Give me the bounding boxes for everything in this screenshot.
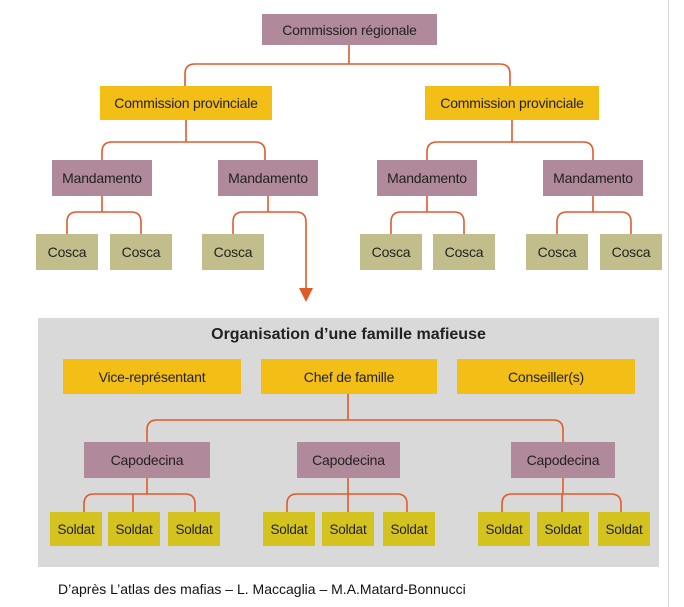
connector-mand-4 xyxy=(556,196,632,234)
connector-mand-2 xyxy=(232,196,307,288)
node-cosca: Cosca xyxy=(600,234,662,270)
node-mandamento-3: Mandamento xyxy=(377,160,477,196)
node-soldat: Soldat xyxy=(322,512,374,546)
node-cosca: Cosca xyxy=(433,234,495,270)
connector-mand-1 xyxy=(66,196,142,234)
node-mandamento-2: Mandamento xyxy=(218,160,318,196)
node-cosca: Cosca xyxy=(36,234,98,270)
connector-regionale xyxy=(184,45,511,86)
node-commission-provinciale-left: Commission provinciale xyxy=(100,86,272,120)
connector-capo-1 xyxy=(83,478,196,512)
famille-title: Organisation d’une famille mafieuse xyxy=(211,326,486,343)
connector-mand-3 xyxy=(390,196,465,234)
connector-capo-3 xyxy=(501,478,622,512)
connector-chef xyxy=(146,394,564,442)
node-cosca: Cosca xyxy=(360,234,422,270)
connector-prov-right xyxy=(426,120,594,160)
node-capodecina-2: Capodecina xyxy=(297,442,400,478)
node-commission-provinciale-right: Commission provinciale xyxy=(425,86,599,120)
node-soldat: Soldat xyxy=(478,512,530,546)
node-soldat: Soldat xyxy=(598,512,650,546)
node-capodecina-3: Capodecina xyxy=(511,442,615,478)
connector-prov-left xyxy=(101,120,266,160)
down-arrow-icon xyxy=(299,288,313,302)
node-soldat: Soldat xyxy=(50,512,102,546)
page-edge-rule xyxy=(668,0,669,607)
source-credit: D’après L’atlas des mafias – L. Maccagli… xyxy=(58,581,466,597)
node-soldat: Soldat xyxy=(537,512,589,546)
node-soldat: Soldat xyxy=(108,512,160,546)
node-vice-representant: Vice-représentant xyxy=(63,359,241,394)
node-commission-regionale: Commission régionale xyxy=(262,14,437,45)
node-mandamento-1: Mandamento xyxy=(52,160,152,196)
node-cosca: Cosca xyxy=(202,234,264,270)
connector-capo-2 xyxy=(286,478,408,512)
node-capodecina-1: Capodecina xyxy=(84,442,210,478)
node-soldat: Soldat xyxy=(263,512,315,546)
node-mandamento-4: Mandamento xyxy=(543,160,643,196)
node-soldat: Soldat xyxy=(383,512,435,546)
node-conseillers: Conseiller(s) xyxy=(457,359,635,394)
node-soldat: Soldat xyxy=(168,512,220,546)
node-cosca: Cosca xyxy=(526,234,588,270)
node-chef-de-famille: Chef de famille xyxy=(261,359,437,394)
node-cosca: Cosca xyxy=(110,234,172,270)
